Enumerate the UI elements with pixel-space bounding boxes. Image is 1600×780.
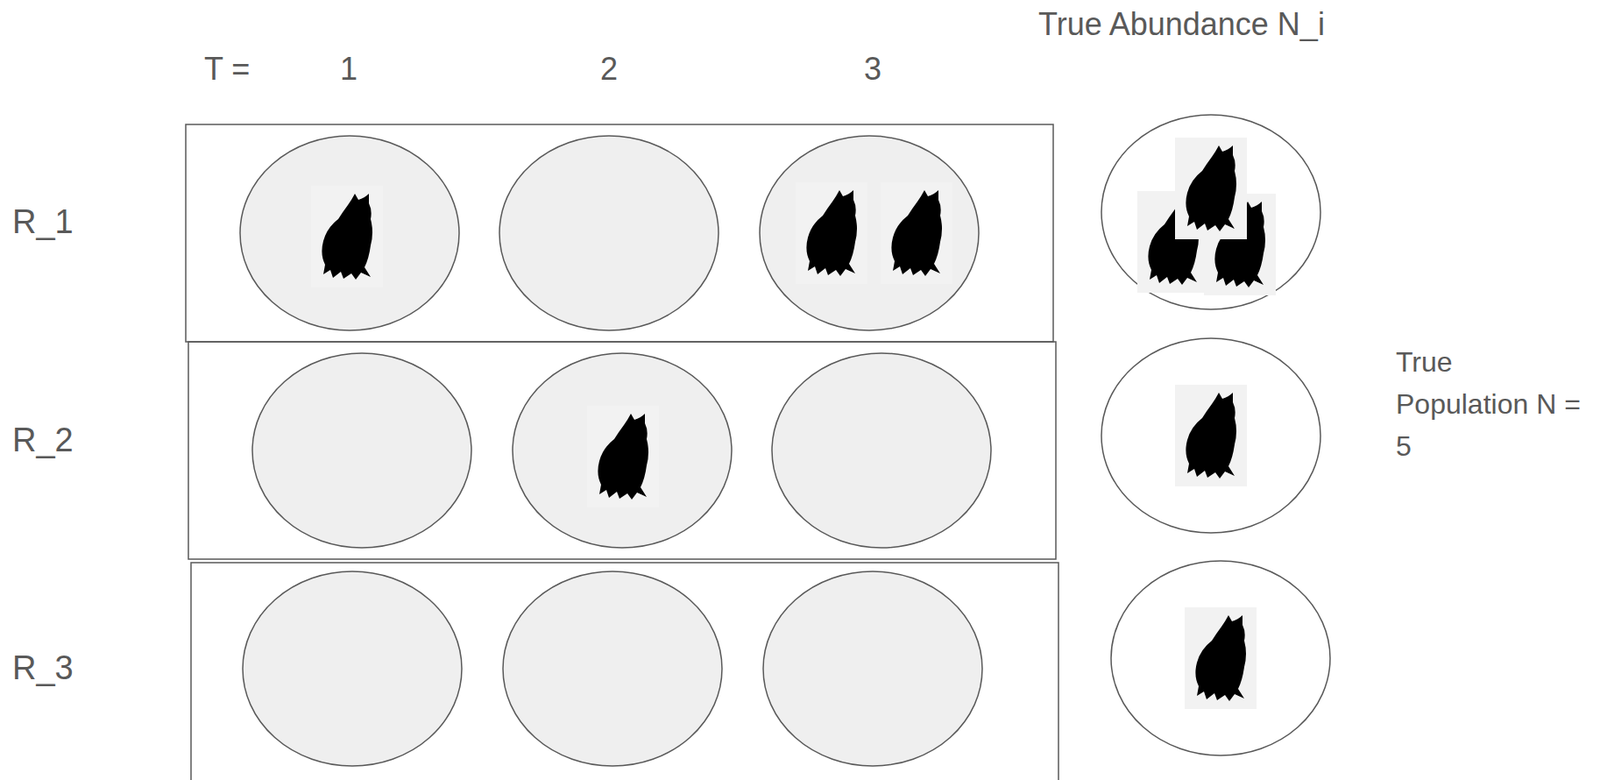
row-band: [191, 562, 1059, 780]
survey-ellipse: [242, 571, 462, 766]
survey-ellipse: [771, 353, 992, 548]
row-bands: [185, 124, 1059, 780]
row-label: R_2: [12, 420, 74, 461]
row-band: [185, 124, 1054, 342]
owls: [311, 137, 1276, 709]
owl-icon: [1175, 137, 1247, 240]
survey-ellipse: [240, 135, 460, 331]
column-heading: True Abundance N_i: [1038, 5, 1325, 43]
owl-icon: [795, 182, 868, 284]
row-band: [188, 341, 1056, 560]
owl-icon: [1175, 384, 1247, 487]
owl-icon: [587, 405, 659, 508]
survey-ellipse: [512, 353, 732, 548]
survey-ellipse: [759, 135, 979, 331]
owl-icon: [880, 182, 953, 284]
time-index: 3: [863, 49, 882, 88]
survey-ellipse: [252, 353, 472, 548]
row-label: R_1: [12, 202, 74, 243]
abundance-circle: [1111, 560, 1331, 756]
survey-ellipses: [240, 135, 992, 766]
survey-ellipse: [763, 571, 983, 766]
abundance-circle: [1101, 338, 1321, 533]
owl-icon: [1184, 607, 1257, 709]
time-index: 2: [600, 49, 618, 88]
owl-icon: [311, 185, 383, 288]
abundance-circle: [1101, 114, 1321, 310]
time-index: 1: [339, 49, 358, 88]
abundance-circles: [1101, 114, 1331, 756]
axis-label: T =: [204, 49, 250, 88]
survey-ellipse: [502, 571, 723, 766]
row-label: R_3: [12, 648, 74, 689]
population-note: True Population N = 5: [1395, 340, 1585, 468]
survey-ellipse: [499, 135, 719, 331]
